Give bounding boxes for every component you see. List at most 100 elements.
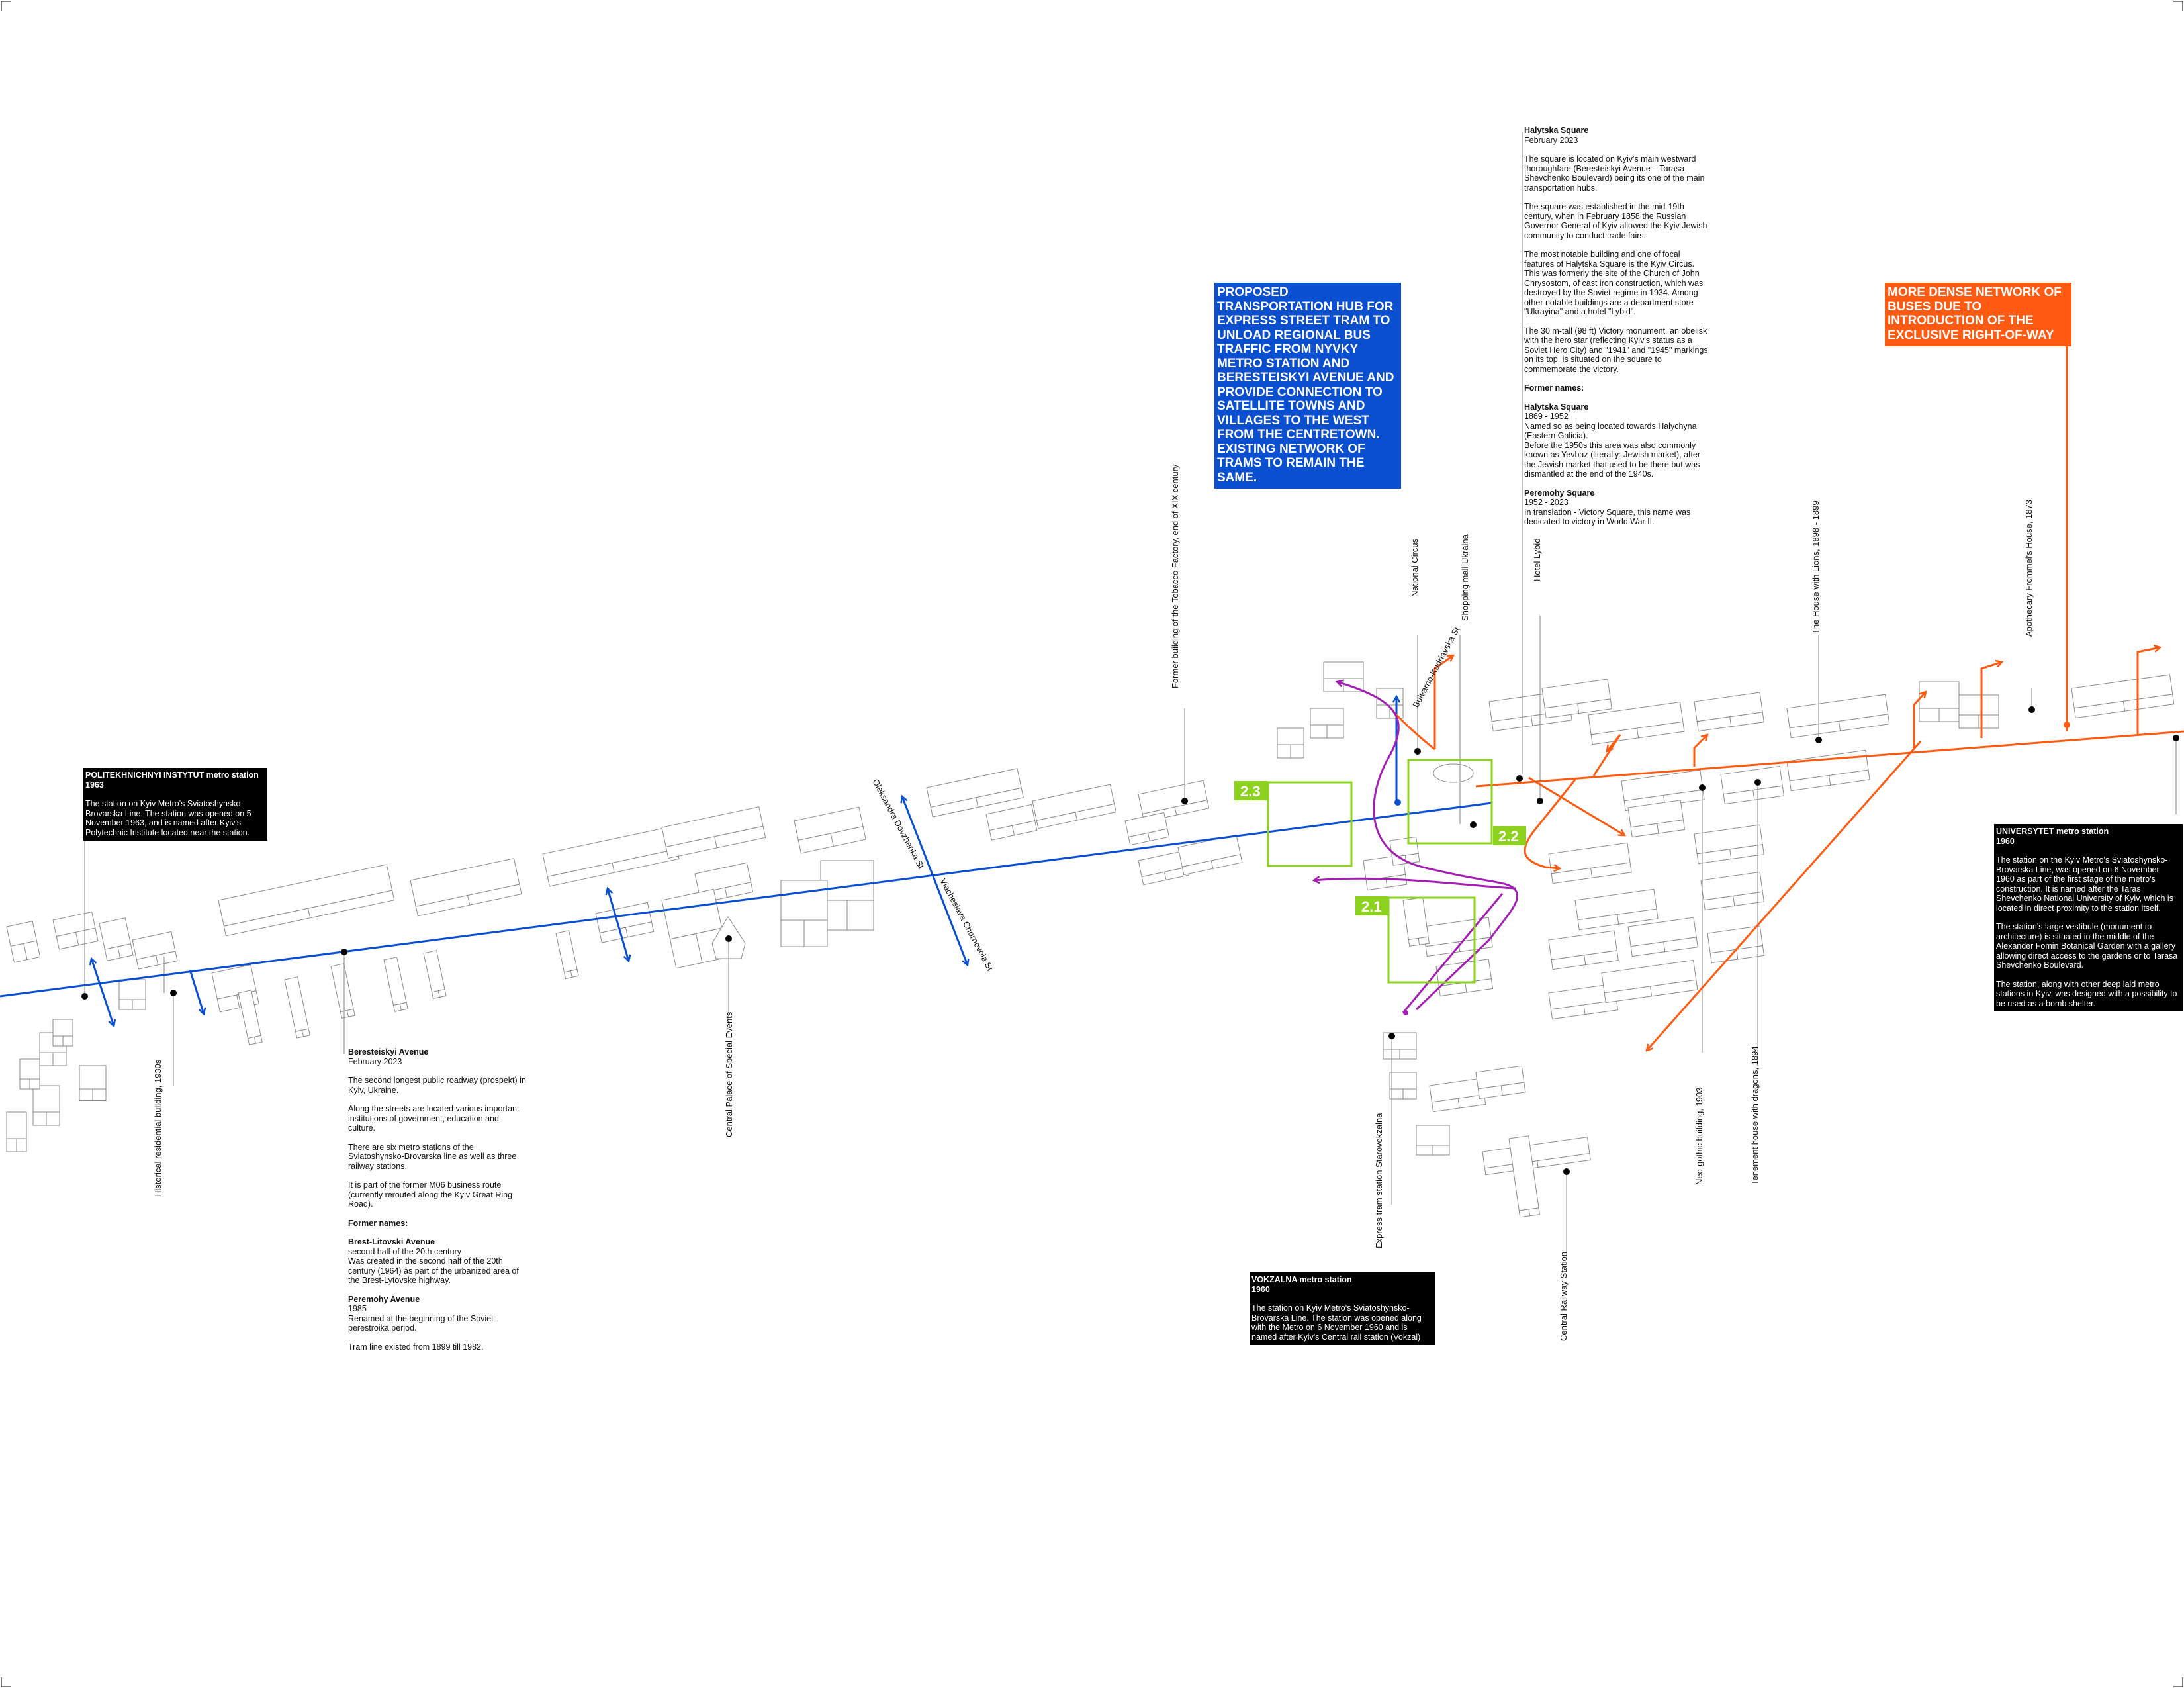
building-block — [79, 1065, 107, 1101]
buildings-layer — [6, 661, 2175, 1218]
halytska-p3: The most notable building and one of foc… — [1524, 250, 1704, 316]
beresteiskyi-n1-title: Brest-Litovski Avenue — [348, 1237, 435, 1246]
building-block — [1508, 1135, 1540, 1218]
label-central-railway: Central Railway Station — [1559, 1252, 1569, 1341]
building-block — [1627, 917, 1698, 957]
zone-boxes — [1267, 759, 1493, 984]
universytet-year: 1960 — [1996, 836, 2015, 846]
building-block — [6, 1111, 27, 1152]
politekh-year: 1963 — [85, 780, 104, 790]
building-block — [218, 864, 395, 937]
zone-2-3-frame — [1267, 781, 1353, 867]
beresteiskyi-p3: There are six metro stations of the Svia… — [348, 1142, 517, 1171]
label-hotel-lybid: Hotel Lybid — [1532, 538, 1542, 581]
building-block — [1601, 959, 1698, 1004]
beresteiskyi-p1: The second longest public roadway (prosp… — [348, 1076, 526, 1095]
vokzalna-text: The station on Kyiv Metro's Sviatoshynsk… — [1251, 1303, 1422, 1342]
building-block — [555, 930, 579, 980]
label-palace-events: Central Palace of Special Events — [724, 1011, 734, 1137]
halytska-n1-text: Named so as being located towards Halych… — [1524, 421, 1701, 479]
building-block — [1402, 897, 1430, 947]
building-block — [132, 931, 178, 970]
building-block — [1389, 1072, 1417, 1100]
building-block — [1548, 842, 1632, 884]
building-block — [99, 917, 134, 961]
metro-connection — [1314, 682, 1519, 1015]
building-block — [423, 950, 447, 1000]
building-block — [1694, 824, 1764, 865]
building-block — [2071, 674, 2175, 719]
vokzalna-title: VOKZALNA metro station — [1251, 1275, 1352, 1284]
building-block — [820, 860, 874, 931]
beresteiskyi-n2-years: 1985 — [348, 1304, 367, 1313]
beresteiskyi-n2-text: Renamed at the beginning of the Soviet p… — [348, 1313, 494, 1333]
building-block — [1919, 681, 1960, 722]
label-dovzhenka-st: Oleksandra Dovzhenka St — [870, 777, 926, 870]
halytska-p1: The square is located on Kyiv's main wes… — [1524, 154, 1705, 193]
zone-2-2-frame — [1407, 759, 1493, 845]
beresteiskyi-avenue-info: Beresteiskyi Avenue February 2023 The se… — [348, 1047, 528, 1361]
beresteiskyi-n1-text: Was created in the second half of the 20… — [348, 1256, 519, 1285]
beresteiskyi-n1-years: second half of the 20th century — [348, 1246, 461, 1256]
vokzalna-station-box: VOKZALNA metro station 1960 The station … — [1250, 1272, 1435, 1345]
bus-network — [1392, 332, 2184, 1051]
building-block — [1786, 694, 1890, 739]
label-national-circus: National Circus — [1410, 538, 1420, 597]
building-block — [661, 806, 766, 859]
building-block — [330, 963, 355, 1019]
beresteiskyi-n2-title: Peremohy Avenue — [348, 1294, 420, 1304]
label-express-tram: Express tram station Starovokzalna — [1374, 1113, 1384, 1248]
building-block — [661, 888, 729, 969]
tram-hub-proposal: PROPOSED TRANSPORTATION HUB FOR EXPRESS … — [1214, 283, 1401, 489]
label-tobacco-factory: Former building of the Tobacco Factory, … — [1170, 464, 1180, 688]
circus-dome — [1433, 763, 1474, 783]
building-block — [1627, 800, 1686, 838]
building-block — [383, 957, 408, 1012]
building-block — [794, 806, 866, 854]
building-block — [1548, 930, 1619, 970]
beresteiskyi-date: February 2023 — [348, 1056, 402, 1066]
point-markers — [81, 706, 2179, 1175]
label-frommel-house: Apothecary Frommel's House, 1873 — [2024, 500, 2034, 637]
building-block — [6, 921, 41, 963]
building-block — [1277, 727, 1304, 759]
label-historical-residential: Historical residential building, 1930s — [153, 1059, 163, 1197]
zone-2-1-label: 2.1 — [1361, 898, 1382, 915]
building-block — [410, 858, 522, 917]
building-block — [542, 825, 680, 887]
halytska-n2-title: Peremohy Square — [1524, 488, 1595, 498]
building-block — [52, 911, 99, 950]
halytska-square-info: Halytska Square February 2023 The square… — [1524, 126, 1711, 536]
bus-network-proposal: MORE DENSE NETWORK OF BUSES DUE TO INTRO… — [1885, 283, 2071, 346]
building-block — [1422, 917, 1493, 957]
halytska-n2-text: In translation - Victory Square, this na… — [1524, 507, 1691, 527]
beresteiskyi-p4: It is part of the former M06 business ro… — [348, 1180, 513, 1209]
bus-network-text: MORE DENSE NETWORK OF BUSES DUE TO INTRO… — [1888, 285, 2062, 342]
building-block — [52, 1019, 73, 1047]
label-house-with-lions: The House with Lions, 1898 - 1899 — [1811, 500, 1821, 634]
vokzalna-year: 1960 — [1251, 1284, 1270, 1294]
building-block — [985, 804, 1038, 841]
beresteiskyi-title: Beresteiskyi Avenue — [348, 1047, 429, 1056]
universytet-title: UNIVERSYTET metro station — [1996, 827, 2109, 836]
building-block — [1383, 1032, 1417, 1060]
building-block — [19, 1058, 40, 1090]
building-block — [1376, 688, 1404, 719]
zone-tags: 2.3 2.2 2.1 — [1234, 781, 1526, 915]
building-block — [1574, 888, 1659, 931]
building-block — [1323, 661, 1364, 692]
politekh-title: POLITEKHNICHNYI INSTYTUT metro station — [85, 771, 259, 780]
building-block — [32, 1085, 60, 1126]
building-block — [1482, 1137, 1591, 1176]
building-block — [1720, 765, 1784, 805]
building-block — [595, 902, 655, 943]
politekhnichnyi-station-box: POLITEKHNICHNYI INSTYTUT metro station 1… — [83, 768, 267, 841]
building-block — [1588, 701, 1685, 745]
label-mall-ukraina: Shopping mall Ukraina — [1460, 534, 1470, 621]
universytet-p3: The station, along with other deep laid … — [1996, 979, 2177, 1008]
building-block — [1541, 679, 1612, 719]
building-block — [1416, 1125, 1450, 1156]
building-block — [1694, 692, 1764, 732]
building-block — [238, 990, 263, 1045]
